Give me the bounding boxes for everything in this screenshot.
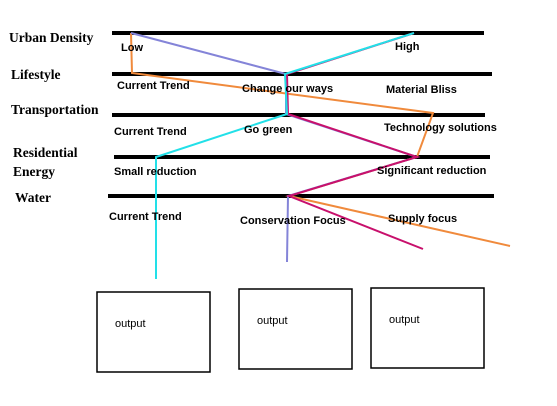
category-residential-line1: Residential <box>13 145 78 160</box>
option-small-reduction: Small reduction <box>114 166 197 178</box>
option-supply-focus: Supply focus <box>388 213 457 225</box>
slate-pathway <box>130 32 421 263</box>
option-transport-current-trend: Current Trend <box>114 126 187 138</box>
option-high: High <box>395 41 420 53</box>
option-change-our-ways: Change our ways <box>242 83 333 95</box>
option-significant-reduction: Significant reduction <box>377 165 487 177</box>
cyan-pathway <box>155 32 415 279</box>
output-box-2 <box>238 288 353 370</box>
category-water: Water <box>15 190 51 205</box>
output-label-3: output <box>389 314 420 326</box>
category-residential-line2: Energy <box>13 164 55 179</box>
category-lifestyle: Lifestyle <box>11 67 61 82</box>
option-technology-solutions: Technology solutions <box>384 122 497 134</box>
output-label-1: output <box>115 318 146 330</box>
option-low: Low <box>121 42 143 54</box>
output-box-1 <box>96 291 211 373</box>
orange-pathway <box>130 32 511 247</box>
option-material-bliss: Material Bliss <box>386 84 457 96</box>
option-go-green: Go green <box>244 124 293 136</box>
option-water-current-trend: Current Trend <box>109 211 182 223</box>
category-urban-density: Urban Density <box>9 30 94 45</box>
option-lifestyle-current-trend: Current Trend <box>117 80 190 92</box>
option-conservation-focus: Conservation Focus <box>240 215 346 227</box>
category-transportation: Transportation <box>11 102 99 117</box>
output-label-2: output <box>257 315 288 327</box>
output-box-3 <box>370 287 485 369</box>
